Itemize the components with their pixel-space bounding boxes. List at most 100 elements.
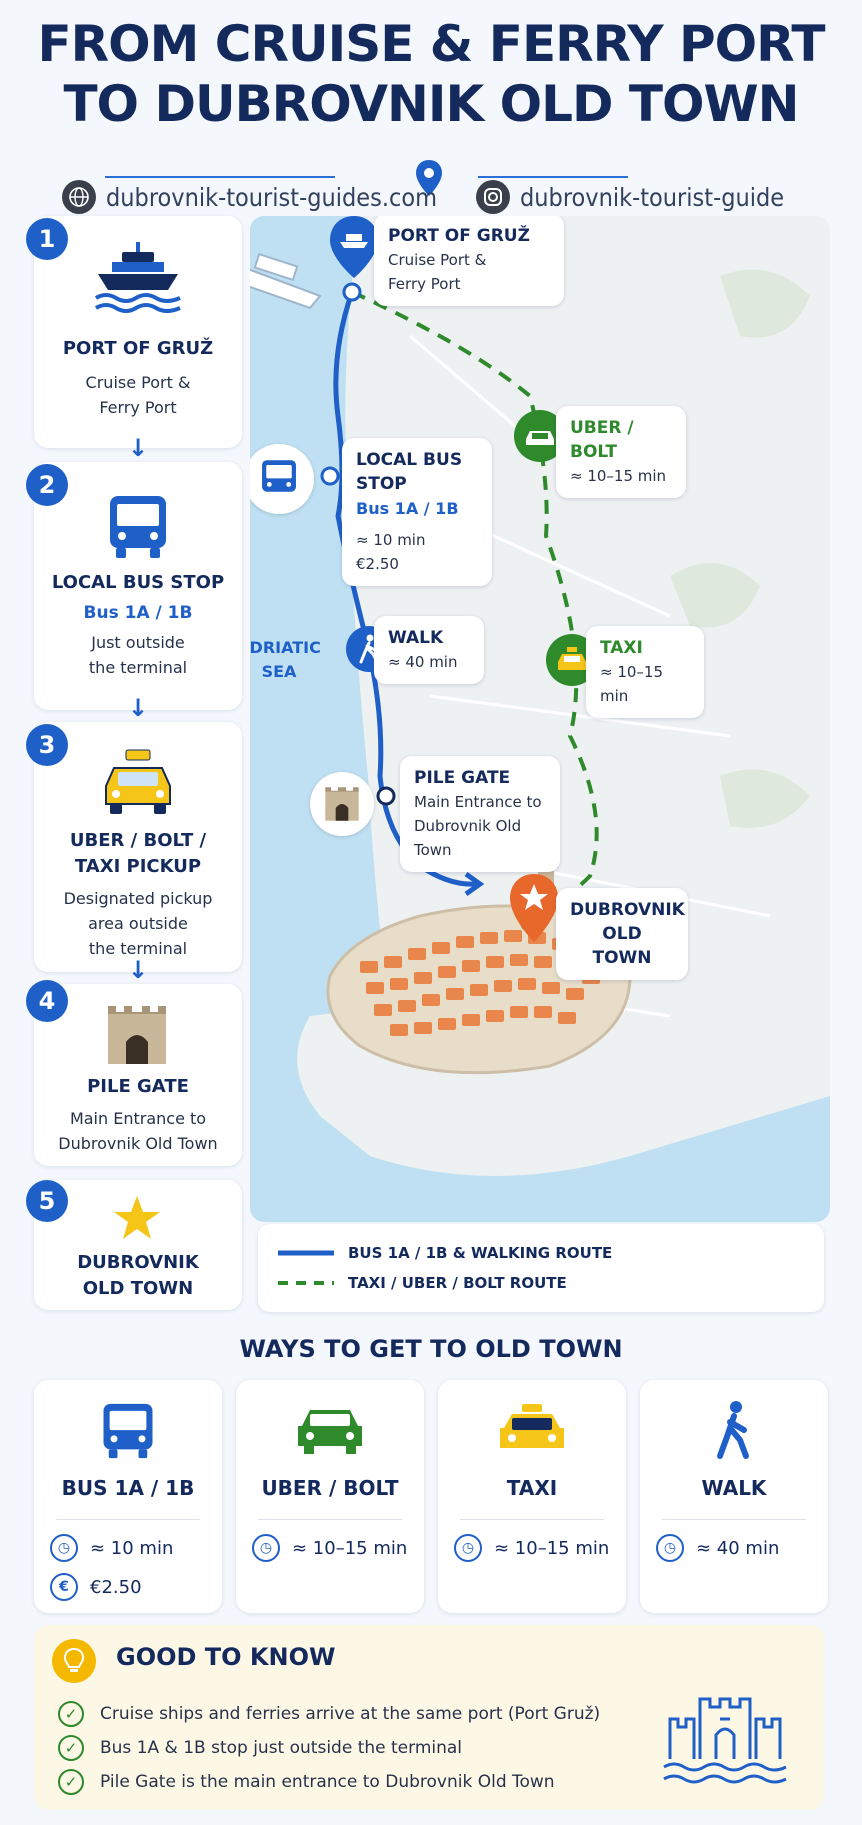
step-number-2: 2 [26, 464, 68, 506]
step-subtitle: Ferry Port [99, 398, 177, 417]
step-subtitle: the terminal [88, 939, 188, 958]
gate-tower-icon [108, 1006, 166, 1064]
step-subtitle: the terminal [88, 658, 188, 677]
route-map[interactable]: PORT OF GRUŽ Cruise Port & Ferry Port LO… [250, 216, 830, 1222]
step-subtitle: Just outside [91, 633, 185, 652]
legend-label: TAXI / UBER / BOLT ROUTE [348, 1274, 567, 1292]
time-text: ≈ 10 min [90, 1537, 174, 1559]
taxi-icon [500, 1404, 564, 1448]
check-icon: ✓ [58, 1701, 84, 1727]
website-text: dubrovnik-tourist-guides.com [106, 182, 438, 212]
way-time: ◷ ≈ 10 min [50, 1534, 173, 1562]
time-text: ≈ 10–15 min [292, 1537, 408, 1559]
price-text: €2.50 [90, 1576, 142, 1598]
map-background [250, 216, 830, 1222]
map-label-pile-gate: PILE GATE Main Entrance to Dubrovnik Old… [400, 756, 560, 872]
castle-icon [663, 1697, 787, 1784]
cruise-ship-map-icon [250, 252, 322, 310]
tip-text: Cruise ships and ferries arrive at the s… [100, 1704, 601, 1724]
map-label-taxi: TAXI ≈ 10–15 min [586, 626, 704, 718]
step-title: PILE GATE [87, 1076, 189, 1097]
map-label-bus-stop: LOCAL BUS STOP Bus 1A / 1B ≈ 10 min €2.5… [342, 438, 492, 586]
bus-lines: Bus 1A / 1B [83, 603, 193, 623]
step-subtitle: Designated pickup [63, 889, 213, 908]
clock-icon: ◷ [252, 1534, 280, 1562]
map-walk-time: ≈ 40 min [388, 653, 458, 671]
pile-gate-map-icon [310, 772, 374, 836]
map-label-title: OLD TOWN [592, 924, 652, 968]
divider [460, 1519, 604, 1520]
divider [662, 1519, 806, 1520]
step-port: PORT OF GRUŽ Cruise Port & Ferry Port [34, 336, 242, 420]
legend-item-taxi: TAXI / UBER / BOLT ROUTE [278, 1274, 567, 1292]
way-title: TAXI [506, 1476, 558, 1500]
legend-item-bus-walk: BUS 1A / 1B & WALKING ROUTE [278, 1244, 612, 1262]
way-time: ◷ ≈ 40 min [656, 1534, 779, 1562]
instagram-link[interactable]: dubrovnik-tourist-guide [476, 180, 784, 214]
time-text: ≈ 40 min [696, 1537, 780, 1559]
map-label-old-town: DUBROVNIK OLD TOWN [556, 888, 688, 980]
map-label-sub: Dubrovnik Old Town [414, 817, 522, 859]
step-old-town: DUBROVNIK OLD TOWN [34, 1250, 242, 1302]
divider [258, 1519, 402, 1520]
map-bus-time: ≈ 10 min [356, 531, 426, 549]
way-title: BUS 1A / 1B [61, 1476, 195, 1500]
instagram-icon [476, 180, 510, 214]
good-to-know-title: GOOD TO KNOW [116, 1643, 336, 1671]
way-card-uber: UBER / BOLT ◷ ≈ 10–15 min [236, 1380, 424, 1613]
map-legend: BUS 1A / 1B & WALKING ROUTE TAXI / UBER … [258, 1224, 824, 1312]
map-bus-price: €2.50 [356, 555, 399, 573]
map-label-title: TAXI [600, 638, 643, 658]
website-link[interactable]: dubrovnik-tourist-guides.com [62, 180, 437, 214]
step-number-4: 4 [26, 980, 68, 1022]
divider [56, 1519, 200, 1520]
step-title: PORT OF GRUŽ [62, 338, 214, 359]
bus-icon [103, 1403, 153, 1459]
way-title: UBER / BOLT [261, 1476, 399, 1500]
way-time: ◷≈ 10–15 min [454, 1534, 609, 1562]
check-icon: ✓ [58, 1769, 84, 1795]
sea-label-line: ADRIATIC [250, 638, 321, 657]
lightbulb-icon [52, 1639, 96, 1683]
step-title: TAXI PICKUP [74, 856, 202, 877]
step-number-1: 1 [26, 218, 68, 260]
clock-icon: ◷ [656, 1534, 684, 1562]
step-subtitle: area outside [88, 914, 188, 933]
page-title: FROM CRUISE & FERRY PORT TO DUBROVNIK OL… [0, 14, 862, 134]
header-divider-left [105, 176, 335, 178]
sea-label: ADRIATIC SEA [250, 636, 324, 684]
euro-icon: € [50, 1573, 78, 1601]
arrow-down-icon: ↓ [128, 956, 149, 984]
step-title: LOCAL BUS STOP [51, 572, 225, 593]
map-label-title: UBER / BOLT [570, 418, 634, 462]
tip-item: ✓ Pile Gate is the main entrance to Dubro… [58, 1769, 555, 1795]
time-text: ≈ 10–15 min [494, 1537, 610, 1559]
step-subtitle: Cruise Port & [85, 373, 191, 392]
map-bus-lines: Bus 1A / 1B [356, 499, 459, 518]
tip-text: Pile Gate is the main entrance to Dubrov… [100, 1772, 555, 1792]
step-taxi: UBER / BOLT / TAXI PICKUP Designated pic… [34, 828, 242, 961]
map-label-title: PORT OF GRUŽ [388, 226, 530, 246]
way-card-taxi: TAXI ◷≈ 10–15 min [438, 1380, 626, 1613]
way-card-walk: WALK ◷ ≈ 40 min [640, 1380, 828, 1613]
title-line-1: FROM CRUISE & FERRY PORT [37, 15, 825, 73]
port-pin-icon [330, 216, 378, 278]
title-line-2: TO DUBROVNIK OLD TOWN [63, 75, 799, 133]
map-label-sub: Ferry Port [388, 275, 461, 293]
way-price: € €2.50 [50, 1573, 142, 1601]
step-number-3: 3 [26, 724, 68, 766]
map-label-title: DUBROVNIK [570, 900, 685, 920]
car-icon [298, 1410, 362, 1454]
arrow-down-icon: ↓ [128, 434, 149, 462]
taxi-icon [105, 749, 171, 814]
header-divider-right [478, 176, 628, 178]
check-icon: ✓ [58, 1735, 84, 1761]
map-label-sub: Main Entrance to [414, 793, 542, 811]
way-time: ◷ ≈ 10–15 min [252, 1534, 407, 1562]
globe-icon [62, 180, 96, 214]
clock-icon: ◷ [50, 1534, 78, 1562]
bus-map-icon [250, 444, 314, 514]
step-bus: LOCAL BUS STOP Bus 1A / 1B Just outside … [34, 570, 242, 680]
way-title: WALK [701, 1476, 767, 1500]
walking-person-icon [717, 1401, 749, 1459]
